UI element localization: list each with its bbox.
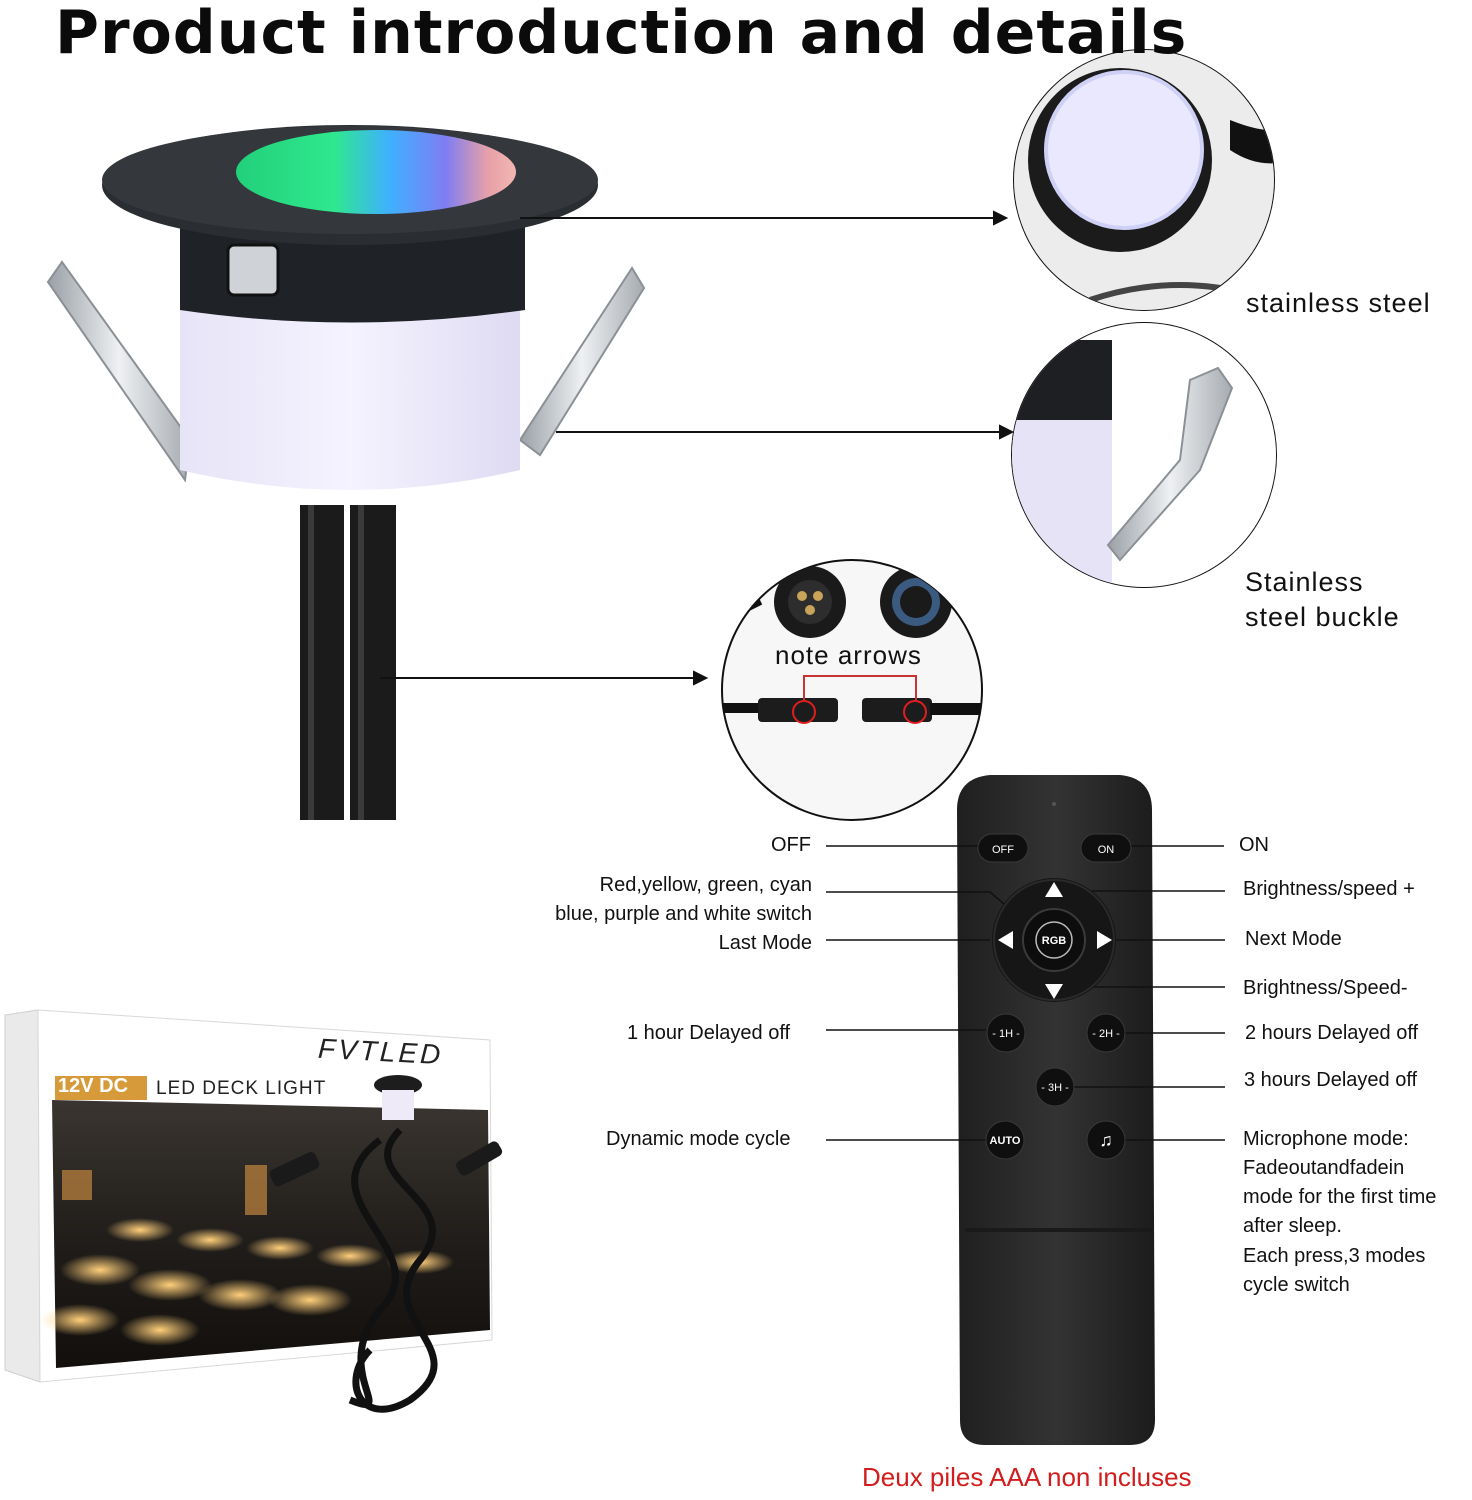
label-on: ON: [1239, 834, 1269, 856]
rgb-button[interactable]: RGB: [1022, 908, 1086, 972]
pointer-lines: [380, 210, 1015, 686]
timer-3h-button[interactable]: - 3H -: [1035, 1067, 1075, 1107]
remote-body: [957, 775, 1155, 1445]
off-button-label: OFF: [992, 844, 1014, 856]
arrow-down-icon: [1045, 984, 1063, 999]
on-button[interactable]: ON: [1080, 833, 1132, 863]
arrow-left-icon: [998, 931, 1013, 949]
callout-stainless-steel: stainless steel: [1246, 288, 1431, 318]
label-delay-2h: 2 hours Delayed off: [1245, 1022, 1419, 1044]
next-mode-button[interactable]: [1097, 931, 1112, 949]
label-dynamic-mode: Dynamic mode cycle: [606, 1128, 791, 1150]
timer-2h-label: - 2H -: [1092, 1028, 1120, 1040]
microphone-button[interactable]: ♫: [1086, 1120, 1126, 1160]
label-mic-3: mode for the first time: [1243, 1186, 1437, 1208]
auto-button-label: AUTO: [990, 1135, 1021, 1147]
label-mic-6: cycle switch: [1243, 1274, 1350, 1296]
on-button-label: ON: [1098, 844, 1115, 856]
label-delay-1h: 1 hour Delayed off: [627, 1022, 791, 1044]
timer-1h-label: - 1H -: [992, 1028, 1020, 1040]
music-note-icon: ♫: [1099, 1130, 1113, 1150]
battery-footnote: Deux piles AAA non incluses: [862, 1462, 1192, 1492]
label-last-mode: Last Mode: [718, 932, 812, 954]
detail-circle-lens: [1013, 49, 1275, 311]
label-mic-1: Microphone mode:: [1243, 1128, 1409, 1150]
cycle-icon: [1035, 921, 1073, 959]
brightness-up-button[interactable]: [1045, 882, 1063, 897]
callout-buckle-line1: Stainless: [1245, 567, 1364, 597]
detail-circle-buckle: [1011, 322, 1277, 588]
off-button[interactable]: OFF: [977, 833, 1029, 863]
box-voltage: 12V DC: [58, 1075, 129, 1097]
label-off: OFF: [771, 834, 811, 856]
timer-1h-button[interactable]: - 1H -: [986, 1013, 1026, 1053]
auto-button[interactable]: AUTO: [985, 1120, 1025, 1160]
lamp-body: [102, 125, 598, 490]
label-brightness-plus: Brightness/speed +: [1243, 878, 1415, 900]
product-box: [4, 1009, 503, 1413]
label-delay-3h: 3 hours Delayed off: [1244, 1069, 1418, 1091]
arrow-up-icon: [1045, 882, 1063, 897]
timer-3h-label: - 3H -: [1041, 1082, 1069, 1094]
page-title: Product introduction and details: [55, 0, 1188, 68]
timer-2h-button[interactable]: - 2H -: [1086, 1013, 1126, 1053]
label-brightness-minus: Brightness/Speed-: [1243, 977, 1408, 999]
label-mic-5: Each press,3 modes: [1243, 1245, 1426, 1267]
box-brand: FVTLED: [317, 1032, 445, 1071]
callout-note-arrows: note arrows: [775, 640, 922, 670]
label-next-mode: Next Mode: [1245, 928, 1342, 950]
rgb-button-label: RGB: [1042, 935, 1067, 947]
label-mic-4: after sleep.: [1243, 1215, 1342, 1237]
brightness-down-button[interactable]: [1045, 984, 1063, 999]
box-product-name: LED DECK LIGHT: [156, 1078, 327, 1099]
label-color-switch-line2: blue, purple and white switch: [555, 903, 812, 925]
arrow-right-icon: [1097, 931, 1112, 949]
detail-circle-connectors: [721, 559, 983, 821]
callout-buckle-line2: steel buckle: [1245, 602, 1400, 632]
label-color-switch-line1: Red,yellow, green, cyan: [599, 874, 812, 896]
last-mode-button[interactable]: [998, 931, 1013, 949]
label-mic-2: Fadeoutandfadein: [1243, 1157, 1405, 1179]
lamp-cables: [300, 505, 396, 820]
lamp-steel-clips: [46, 260, 646, 483]
